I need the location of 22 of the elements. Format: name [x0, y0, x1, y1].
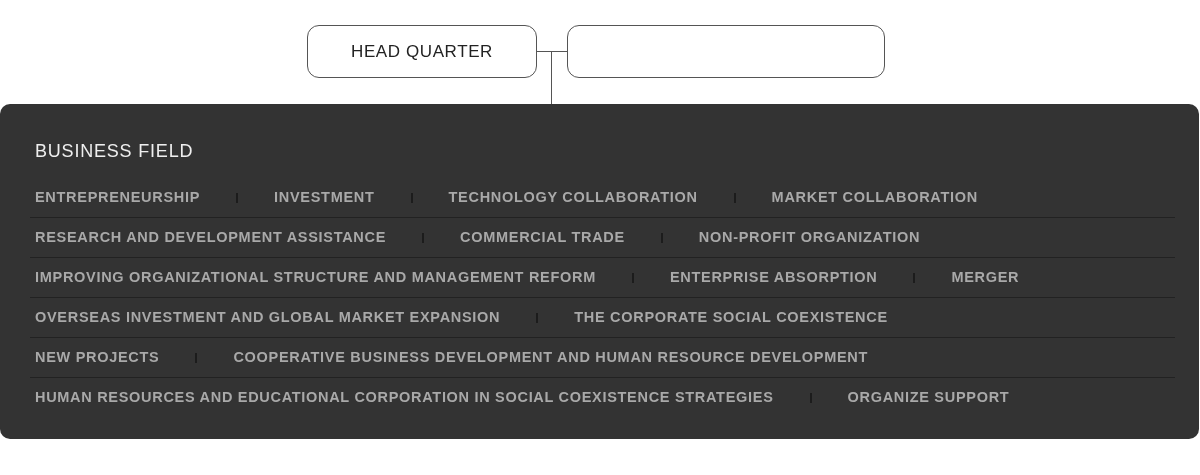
field-item: NEW PROJECTS [35, 347, 160, 367]
field-item: RESEARCH AND DEVELOPMENT ASSISTANCE [35, 227, 387, 247]
org-box [307, 25, 537, 78]
field-item: MARKET COLLABORATION [771, 187, 978, 207]
field-item: ENTERPRISE ABSORPTION [669, 267, 878, 287]
field-item: COMMERCIAL TRADE [460, 227, 625, 247]
field-item: INVESTMENT [274, 187, 375, 207]
field-item: COOPERATIVE BUSINESS DEVELOPMENT AND HUMAN RESOURCE DEVELOPMENT [233, 347, 869, 367]
field-item: THE CORPORATE SOCIAL COEXISTENCE [574, 307, 888, 327]
field-item: NON-PROFIT ORGANIZATION [698, 227, 921, 247]
field-item: ENTREPRENEURSHIP [35, 187, 201, 207]
field-item: TECHNOLOGY COLLABORATION [448, 187, 698, 207]
field-item: OVERSEAS INVESTMENT AND GLOBAL MARKET EXPANSION [35, 307, 501, 327]
connector-line [536, 51, 552, 105]
panel-heading: BUSINESS FIELD [35, 140, 194, 162]
field-item: IMPROVING ORGANIZATIONAL STRUCTURE AND MANAGEMENT REFORM [35, 267, 596, 287]
box-label: HEAD QUARTER [351, 41, 493, 62]
field-item: ORGANIZE SUPPORT [847, 387, 1010, 407]
field-item: HUMAN RESOURCES AND EDUCATIONAL CORPORATION IN SOCIAL COEXISTENCE STRATEGIES [35, 387, 774, 407]
business-panel [0, 104, 1199, 439]
field-item: MERGER [951, 267, 1020, 287]
empty-rounded-box [567, 25, 885, 78]
